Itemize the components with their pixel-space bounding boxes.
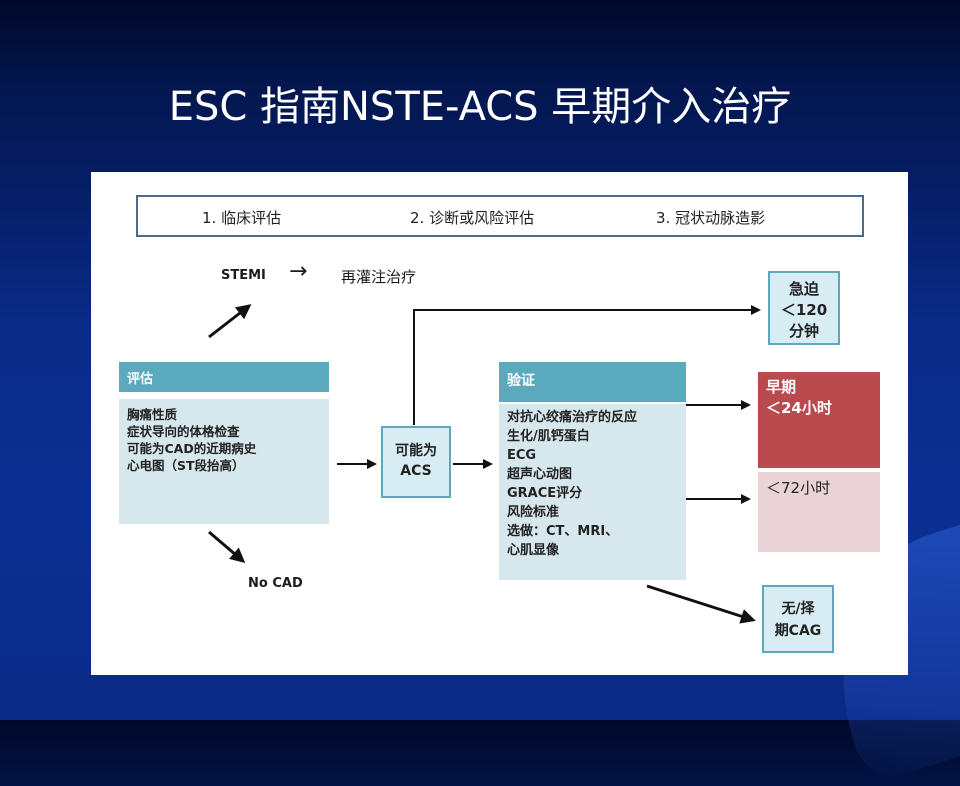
elective-line-1: 无/择 [781,601,815,617]
reperfusion-therapy-label: 再灌注治疗 [341,268,417,286]
stemi-label: STEMI [221,268,266,283]
verify-line: 对抗心绞痛治疗的反应 [507,410,638,425]
arrow-to-elective [646,584,756,624]
no-cad-label: No CAD [248,576,303,591]
elective-line-2: 期CAG [774,623,822,639]
urgent-box: 急迫 ＜120 分钟 [768,271,840,345]
verify-body: 对抗心绞痛治疗的反应 生化/肌钙蛋白 ECG 超声心动图 GRACE评分 风险标… [499,404,686,580]
verify-line: 选做：CT、MRI、 [507,524,619,539]
evaluate-box: 评估 胸痛性质 症状导向的体格检查 可能为CAD的近期病史 心电图（ST段抬高） [119,362,329,524]
step-1-clinical-evaluation: 1. 临床评估 [202,209,282,227]
early-box: 早期 ＜24小时 [758,372,880,468]
elective-cag-box: 无/择 期CAG [762,585,834,653]
arrow-to-urgent [413,305,761,425]
urgent-line-1: 急迫 [788,280,819,298]
connector-arrows [208,304,761,624]
urgent-line-2: ＜120 [780,301,828,319]
verify-line: GRACE评分 [507,486,583,501]
verify-header: 验证 [499,362,686,402]
verify-box: 验证 对抗心绞痛治疗的反应 生化/肌钙蛋白 ECG 超声心动图 GRACE评分 … [499,362,686,580]
evaluate-body: 胸痛性质 症状导向的体格检查 可能为CAD的近期病史 心电图（ST段抬高） [119,399,329,524]
evaluate-line: 可能为CAD的近期病史 [127,441,257,456]
step-3-coronary-angiography: 3. 冠状动脉造影 [656,209,766,227]
verify-line: 心肌显像 [507,543,560,558]
arrow-to-stemi [208,304,252,339]
verify-line: ECG [507,448,537,463]
possible-acs-line-2: ACS [400,463,432,479]
evaluate-line: 胸痛性质 [127,407,178,422]
step-bar: 1. 临床评估 2. 诊断或风险评估 3. 冠状动脉造影 [136,195,864,237]
urgent-line-3: 分钟 [788,322,819,340]
possible-acs-box: 可能为 ACS [381,426,451,498]
evaluate-header: 评估 [119,362,329,392]
evaluate-line: 心电图（ST段抬高） [127,458,245,473]
verify-line: 超声心动图 [507,467,573,482]
within-72h-label: ＜72小时 [766,479,831,497]
within-72h-box: ＜72小时 [758,472,880,552]
step-2-diagnosis-risk: 2. 诊断或风险评估 [410,209,535,227]
arrow-to-no-cad [208,530,246,563]
slide-title: ESC 指南NSTE-ACS 早期介入治疗 [168,84,792,130]
flowchart-panel: 1. 临床评估 2. 诊断或风险评估 3. 冠状动脉造影 STEMI → 再灌注… [91,172,908,675]
verify-line: 风险标准 [507,505,560,520]
early-line-2: ＜24小时 [766,399,832,417]
early-line-1: 早期 [766,378,797,396]
evaluate-line: 症状导向的体格检查 [127,424,240,439]
stemi-arrow-glyph: → [289,259,308,284]
verify-line: 生化/肌钙蛋白 [507,429,590,444]
possible-acs-line-1: 可能为 [395,443,437,459]
